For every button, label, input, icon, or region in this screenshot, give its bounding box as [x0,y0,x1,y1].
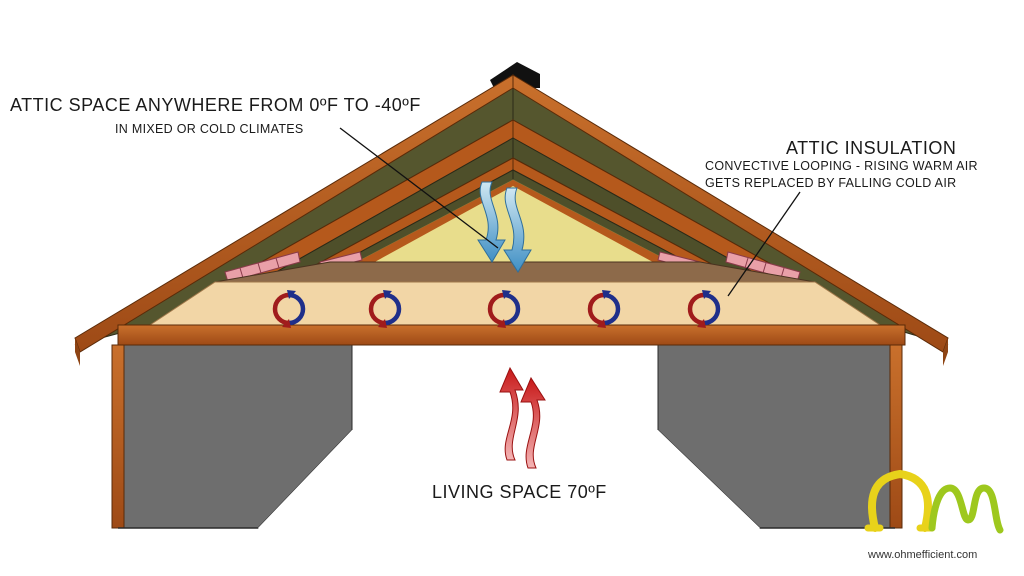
attic-space-leader [339,127,499,249]
convective-loop [687,290,721,328]
convective-loop [368,290,402,328]
attic-space-subtitle: IN MIXED OR COLD CLIMATES [115,122,304,136]
warm-air-arrows [499,366,546,469]
ohm-logo [864,469,1004,534]
insulation-line-1: CONVECTIVE LOOPING - RISING WARM AIR [705,159,978,173]
convective-loop [487,290,521,328]
insulation-leader [727,191,801,297]
attic-space-title: ATTIC SPACE ANYWHERE FROM 0ºF TO -40ºF [10,95,421,115]
living-space-label: LIVING SPACE 70ºF [432,482,607,502]
left-vent-baffle [224,251,301,283]
warm-arrow-2 [520,376,546,469]
convective-loop [272,290,306,328]
website-url: www.ohmefficient.com [868,549,978,561]
warm-arrow-1 [499,366,524,461]
convective-loop [587,290,621,328]
ceiling-joist [117,324,906,346]
cold-air-arrows [477,181,532,273]
left-stud [111,344,125,529]
cold-arrow-2 [503,187,532,273]
convective-loops [272,290,721,328]
right-stud [889,344,903,529]
floor [258,430,760,528]
cold-arrow-1 [477,181,506,263]
insulation-line-2: GETS REPLACED BY FALLING COLD AIR [705,176,957,190]
insulation-title: ATTIC INSULATION [786,138,957,158]
